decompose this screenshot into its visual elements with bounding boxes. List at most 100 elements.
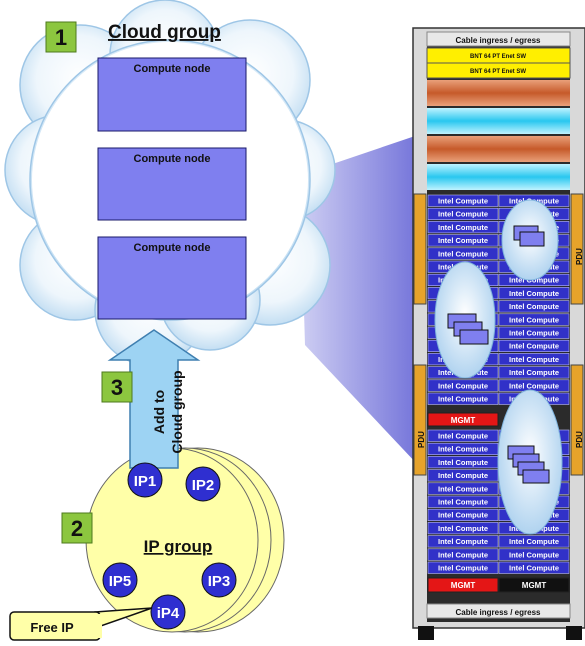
mgmt-module-3 bbox=[498, 577, 570, 593]
cloud-group-title: Cloud group bbox=[108, 22, 221, 43]
pdu-left-bottom bbox=[413, 364, 427, 476]
arrow-label-line1: Add to bbox=[151, 390, 167, 434]
compute-blade-label: Intel Compute bbox=[438, 249, 488, 258]
compute-blade bbox=[427, 221, 499, 234]
compute-blade bbox=[427, 469, 499, 482]
compute-blade bbox=[427, 482, 499, 495]
compute-blade bbox=[498, 535, 570, 548]
free-ip-label: Free IP bbox=[30, 620, 74, 635]
mini-cloud-3 bbox=[497, 389, 563, 535]
compute-blade-label: Intel Compute bbox=[438, 484, 488, 493]
compute-blade-label: Intel Compute bbox=[509, 302, 559, 311]
compute-node-1-label: Compute node bbox=[134, 63, 211, 75]
step-1-number: 1 bbox=[55, 25, 67, 50]
compute-blade-label: Intel Compute bbox=[438, 236, 488, 245]
switch-1-label: BNT 64 PT Enet SW bbox=[470, 54, 526, 60]
compute-blade bbox=[498, 287, 570, 300]
compute-blade-label: Intel Compute bbox=[438, 395, 488, 404]
compute-blade bbox=[427, 429, 499, 442]
compute-node-1: Compute node bbox=[97, 57, 247, 132]
compute-blade-label: Intel Compute bbox=[509, 289, 559, 298]
compute-blade-label: Intel Compute bbox=[438, 210, 488, 219]
compute-blade bbox=[427, 561, 499, 574]
compute-blade-label: Intel Compute bbox=[438, 537, 488, 546]
svg-text:MGMT: MGMT bbox=[451, 416, 476, 425]
pdu-left-top bbox=[413, 193, 427, 305]
compute-blade-label: Intel Compute bbox=[509, 342, 559, 351]
svg-text:IP3: IP3 bbox=[208, 573, 231, 590]
compute-blade bbox=[427, 234, 499, 247]
svg-text:MGMT: MGMT bbox=[522, 581, 547, 590]
compute-blade-label: Intel Compute bbox=[438, 197, 488, 206]
svg-text:IP1: IP1 bbox=[134, 473, 157, 490]
compute-blade bbox=[427, 495, 499, 508]
cable-bottom-label: Cable ingress / egress bbox=[456, 608, 541, 617]
compute-blade-label: Intel Compute bbox=[438, 498, 488, 507]
ip-address-4-free: iP4 bbox=[150, 594, 186, 630]
compute-node-3-label: Compute node bbox=[134, 242, 211, 254]
compute-blade-label: Intel Compute bbox=[509, 355, 559, 364]
compute-blade bbox=[498, 366, 570, 379]
compute-blade-label: Intel Compute bbox=[438, 550, 488, 559]
step-3-number: 3 bbox=[111, 375, 123, 400]
svg-text:PDU: PDU bbox=[417, 431, 426, 448]
mgmt-module-1 bbox=[427, 412, 499, 427]
step-2-badge bbox=[61, 512, 93, 544]
step-3-badge bbox=[101, 371, 133, 403]
pdu-right-top bbox=[570, 193, 584, 305]
compute-blade bbox=[498, 339, 570, 353]
compute-node-3: Compute node bbox=[97, 236, 247, 320]
svg-text:PDU: PDU bbox=[575, 248, 584, 265]
compute-blade-label: Intel Compute bbox=[438, 524, 488, 533]
compute-blade-label: Intel Compute bbox=[509, 381, 559, 390]
ip-address-5: IP5 bbox=[102, 562, 138, 598]
compute-blade-label: Intel Compute bbox=[438, 471, 488, 480]
compute-blade bbox=[427, 535, 499, 548]
compute-blade bbox=[427, 379, 499, 392]
ip-address-2: IP2 bbox=[185, 466, 221, 502]
arrow-label-line2: Cloud group bbox=[169, 370, 185, 453]
compute-blade-label: Intel Compute bbox=[438, 564, 488, 573]
compute-blade bbox=[427, 522, 499, 535]
compute-blade bbox=[498, 353, 570, 366]
ip-address-1: IP1 bbox=[127, 462, 163, 498]
ip-group-title: IP group bbox=[144, 537, 213, 556]
compute-blade-label: Intel Compute bbox=[509, 315, 559, 324]
compute-blade bbox=[498, 326, 570, 339]
rack-storage-3 bbox=[427, 136, 570, 162]
compute-node-2-label: Compute node bbox=[134, 153, 211, 165]
ip-address-3: IP3 bbox=[201, 562, 237, 598]
svg-text:iP4: iP4 bbox=[157, 605, 180, 622]
compute-blade-label: Intel Compute bbox=[438, 458, 488, 467]
compute-blade-label: Intel Compute bbox=[509, 564, 559, 573]
mgmt-module-2 bbox=[427, 577, 499, 593]
pdu-right-bottom bbox=[570, 364, 584, 476]
compute-blade bbox=[427, 548, 499, 561]
compute-blade bbox=[498, 548, 570, 561]
compute-blade-label: Intel Compute bbox=[509, 276, 559, 285]
compute-blade-label: Intel Compute bbox=[438, 432, 488, 441]
compute-blade bbox=[498, 561, 570, 574]
compute-blade-label: Intel Compute bbox=[438, 511, 488, 520]
svg-text:PDU: PDU bbox=[575, 431, 584, 448]
mini-cloud-2 bbox=[434, 261, 496, 379]
compute-blade-label: Intel Compute bbox=[438, 445, 488, 454]
compute-blade-label: Intel Compute bbox=[509, 368, 559, 377]
rack-storage-4 bbox=[427, 164, 570, 190]
add-to-cloud-arrow bbox=[107, 329, 201, 469]
compute-blade bbox=[498, 313, 570, 326]
mini-cloud-1 bbox=[501, 199, 559, 281]
compute-blade bbox=[427, 247, 499, 260]
rack-storage-2 bbox=[427, 108, 570, 134]
svg-text:IP2: IP2 bbox=[192, 477, 215, 494]
compute-blade-label: Intel Compute bbox=[509, 550, 559, 559]
step-2-number: 2 bbox=[71, 516, 83, 541]
compute-blade-label: Intel Compute bbox=[509, 329, 559, 338]
switch-2-label: BNT 64 PT Enet SW bbox=[470, 69, 526, 75]
compute-blade-label: Intel Compute bbox=[438, 381, 488, 390]
cable-top-label: Cable ingress / egress bbox=[456, 36, 541, 45]
svg-text:MGMT: MGMT bbox=[451, 581, 476, 590]
compute-blade-label: Intel Compute bbox=[438, 223, 488, 232]
step-1-badge bbox=[45, 21, 77, 53]
